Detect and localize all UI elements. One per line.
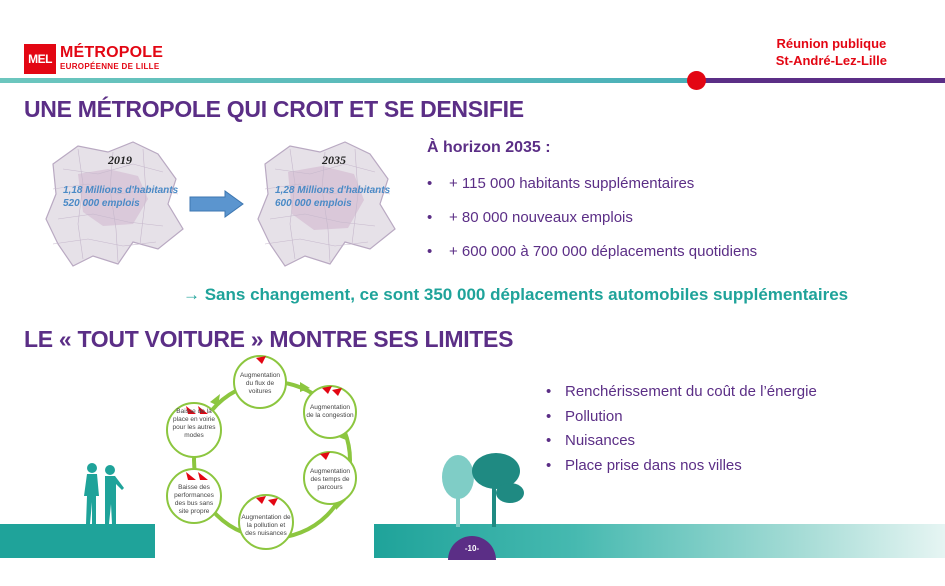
conclusion-text: → Sans changement, ce sont 350 000 dépla… — [183, 285, 849, 304]
list-item-text: Nuisances — [565, 432, 636, 449]
bullet-item: •+ 115 000 habitants supplémentaires — [427, 175, 695, 192]
bullet-text: + 115 000 habitants supplémentaires — [449, 175, 695, 192]
meeting-line2: St-André-Lez-Lille — [775, 53, 887, 68]
limits-list: •Renchérissement du coût de l’énergie •P… — [546, 380, 817, 478]
logo-subtitle: EUROPÉENNE DE LILLE — [60, 62, 160, 71]
meeting-label: Réunion publique St-André-Lez-Lille — [776, 35, 887, 69]
horizon-heading: À horizon 2035 : — [427, 139, 551, 156]
map-2035 — [257, 141, 396, 267]
list-item-text: Pollution — [565, 407, 623, 425]
map-2019-population: 1,18 Millions d'habitants — [63, 185, 179, 196]
map-2035-year: 2035 — [322, 153, 346, 167]
right-arrow-icon — [189, 190, 244, 218]
cycle-step-flow: Augmentation du flux de voitures — [239, 372, 281, 395]
cycle-step-road-space: Baisse de la place en voirie pour les au… — [172, 408, 216, 439]
trees-illustration — [442, 453, 524, 527]
list-item: •Renchérissement du coût de l’énergie — [546, 383, 817, 400]
cycle-step-congestion: Augmentation de la congestion — [306, 404, 354, 419]
list-item: •Pollution — [546, 407, 623, 425]
map-2035-jobs: 600 000 emplois — [275, 198, 352, 209]
section1-title: UNE MÉTROPOLE QUI CROIT ET SE DENSIFIE — [24, 96, 524, 122]
map-2019-labels: 1,18 Millions d'habitants 520 000 emploi… — [63, 184, 178, 210]
bullet-text: + 80 000 nouveaux emplois — [449, 209, 633, 226]
logo-title: MÉTROPOLE — [60, 44, 164, 61]
list-item: •Place prise dans nos villes — [546, 456, 742, 474]
meeting-line1: Réunion publique — [776, 36, 887, 51]
list-item-text: Renchérissement du coût de l’énergie — [565, 383, 817, 400]
bullet-text: + 600 000 à 700 000 déplacements quotidi… — [449, 243, 758, 260]
list-item: •Nuisances — [546, 432, 636, 449]
cycle-step-travel-time: Augmentation des temps de parcours — [309, 468, 351, 491]
header-bar-dot — [687, 71, 706, 90]
pedestrians-illustration — [84, 463, 124, 524]
map-2019-year: 2019 — [108, 153, 132, 167]
bullet-item: •+ 600 000 à 700 000 déplacements quotid… — [427, 243, 758, 260]
list-item-text: Place prise dans nos villes — [565, 456, 742, 474]
cycle-diagram — [166, 355, 357, 550]
section2-title: LE « TOUT VOITURE » MONTRE SES LIMITES — [24, 326, 514, 352]
logo-mark: MEL — [24, 44, 56, 74]
map-2019-jobs: 520 000 emplois — [63, 198, 140, 209]
footer-ground-left — [0, 524, 155, 558]
map-2019 — [45, 141, 184, 267]
header-bar-purple — [697, 78, 945, 83]
map-2035-population: 1,28 Millions d'habitants — [275, 185, 391, 196]
header-bar-teal — [0, 78, 697, 83]
map-2035-labels: 1,28 Millions d'habitants 600 000 emploi… — [275, 184, 390, 210]
cycle-step-pollution: Augmentation de la pollution et des nuis… — [241, 514, 291, 537]
bullet-item: •+ 80 000 nouveaux emplois — [427, 209, 633, 226]
cycle-step-bus: Baisse des performances des bus sans sit… — [174, 484, 214, 515]
